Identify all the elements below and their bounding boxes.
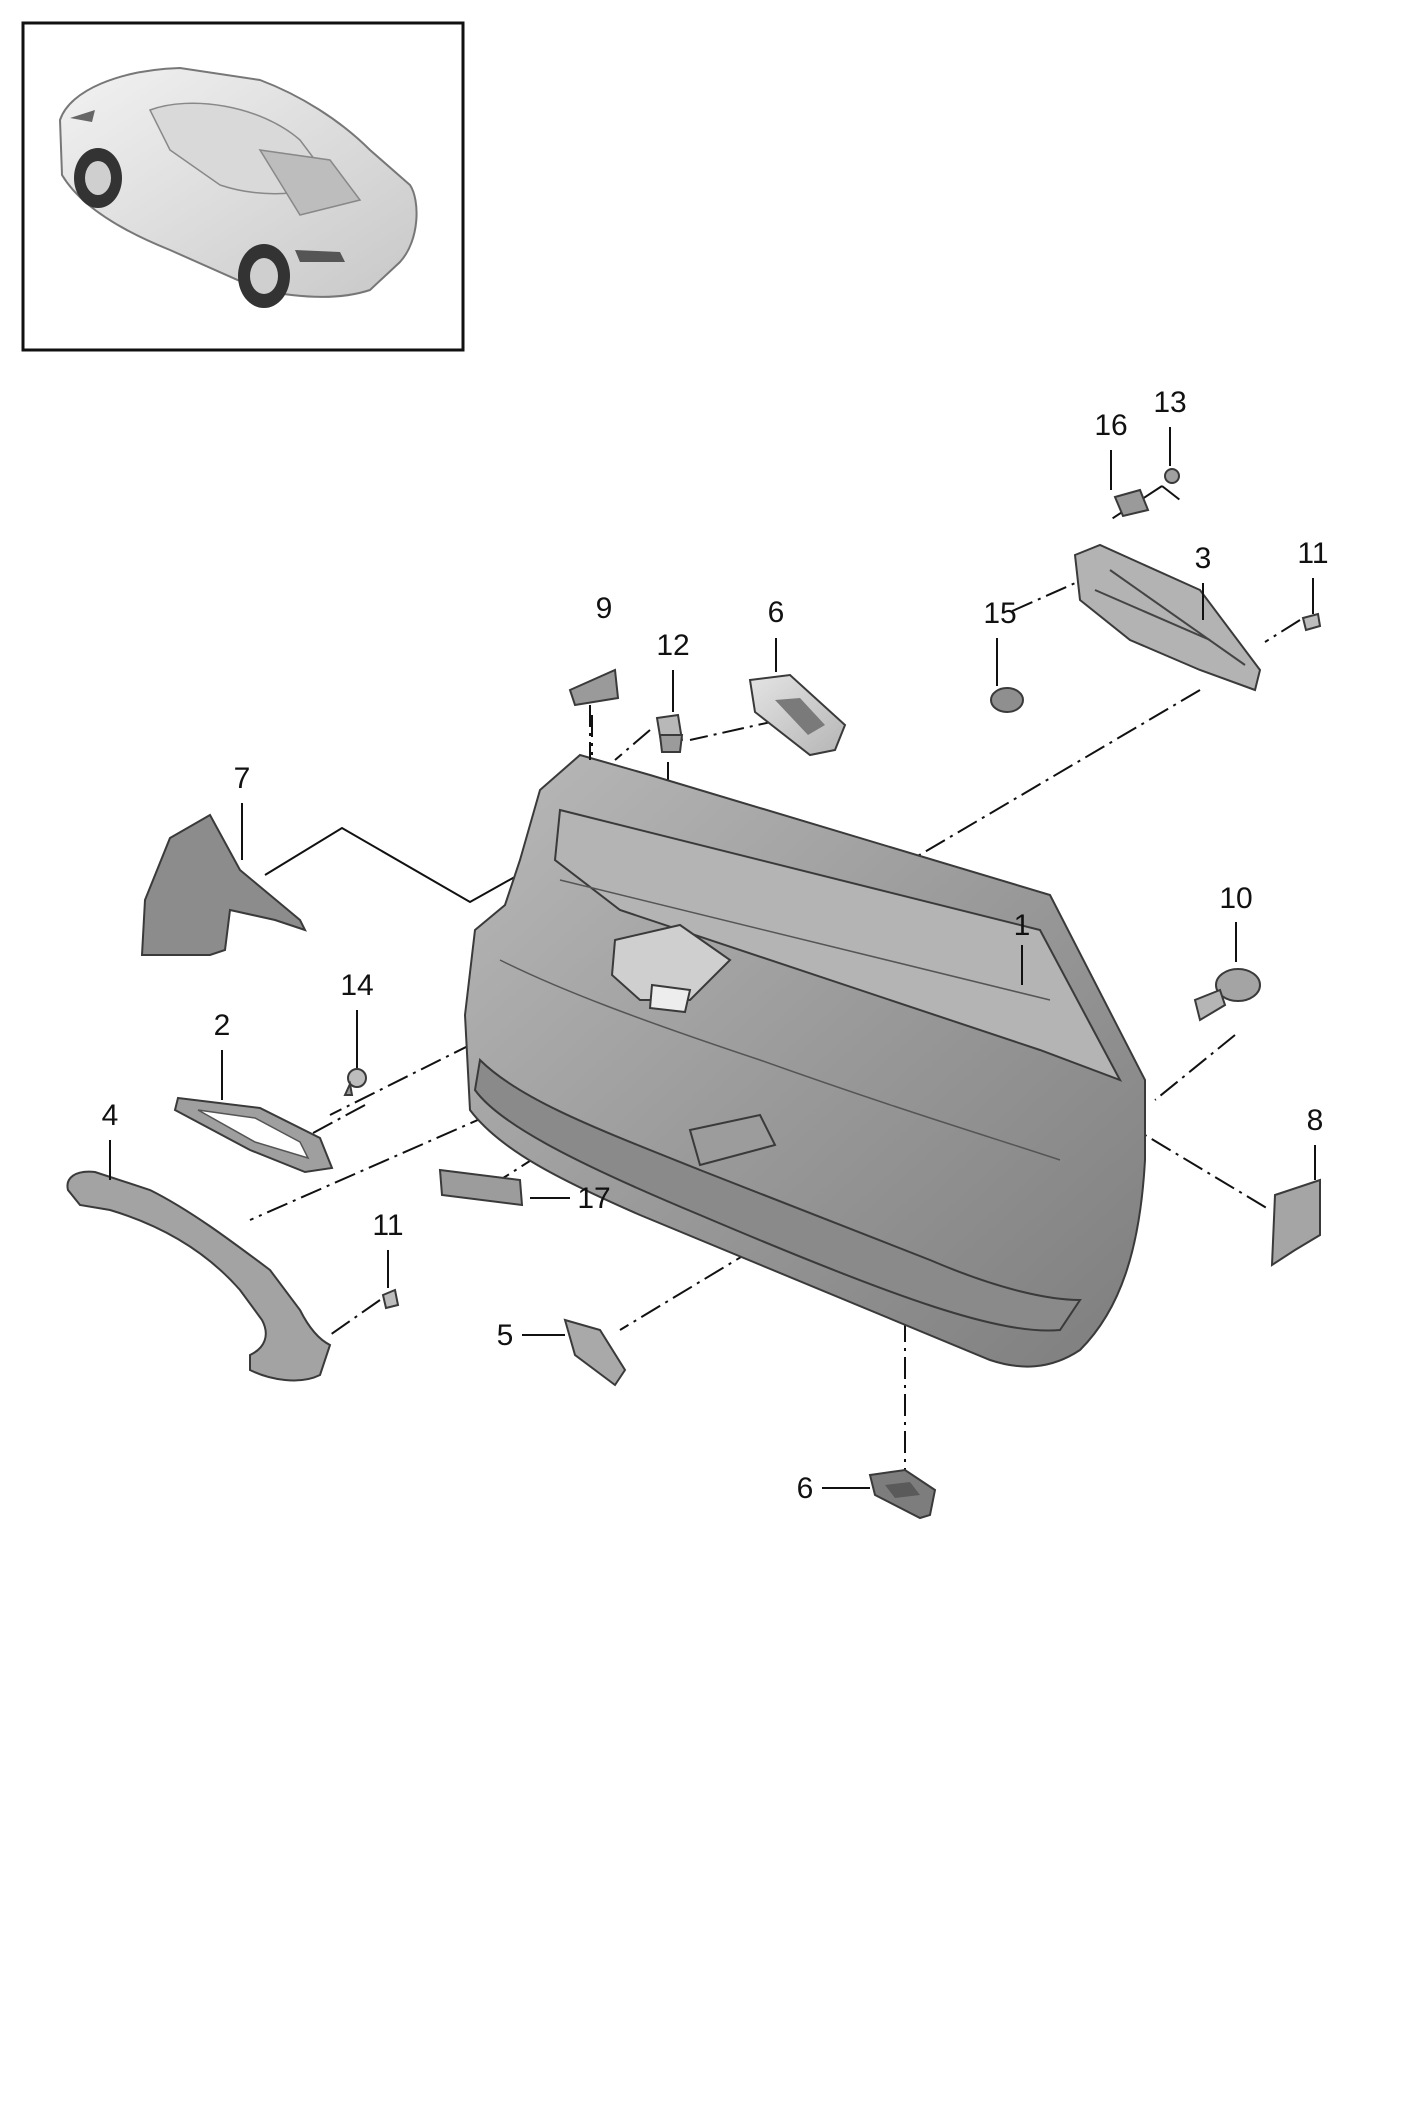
- callout-9: 9: [596, 592, 613, 625]
- callout-12: 12: [656, 629, 689, 662]
- bracket: [1073, 543, 1262, 692]
- screw-upper: [1301, 612, 1322, 632]
- switch-lower: [868, 1468, 937, 1520]
- vehicle-thumbnail: [21, 21, 465, 352]
- switch-bezel-upper: [748, 673, 847, 757]
- screw-lower: [381, 1288, 400, 1310]
- nut: [1164, 468, 1180, 484]
- callout-7: 7: [234, 762, 251, 795]
- callout-labels: 1 2 3 4 5 6 6 7 8 9 10 11 11 12 13 14 15…: [102, 386, 1329, 1505]
- callout-6-upper: 6: [768, 596, 785, 629]
- callout-11-lower: 11: [372, 1209, 403, 1242]
- callout-11-upper: 11: [1297, 537, 1328, 570]
- trim-strip: [438, 1168, 524, 1207]
- callout-6-lower: 6: [797, 1472, 814, 1505]
- callout-1: 1: [1014, 909, 1031, 942]
- clip-cover: [563, 1318, 627, 1387]
- mirror-triangle-cover: [140, 813, 307, 956]
- callout-2: 2: [214, 1009, 231, 1042]
- callout-16: 16: [1094, 409, 1127, 442]
- bezel-frame: [173, 1096, 334, 1174]
- gasket: [1113, 488, 1150, 518]
- pad: [990, 687, 1024, 713]
- callout-4: 4: [102, 1099, 119, 1132]
- fastener: [343, 1068, 367, 1096]
- leader-lines: [109, 427, 1316, 1489]
- retaining-clip: [655, 713, 684, 753]
- callout-8: 8: [1307, 1104, 1324, 1137]
- vehicle-image: [58, 66, 418, 308]
- expanding-clip: [1193, 968, 1261, 1022]
- callout-14: 14: [340, 969, 373, 1002]
- callout-3: 3: [1195, 542, 1212, 575]
- corner-cover: [568, 668, 620, 707]
- callout-13: 13: [1153, 386, 1186, 419]
- callout-10: 10: [1219, 882, 1252, 915]
- callout-17: 17: [577, 1182, 610, 1215]
- callout-15: 15: [983, 597, 1016, 630]
- end-cap: [1270, 1178, 1321, 1267]
- door-trim-panel: [463, 753, 1146, 1368]
- grab-handle: [66, 1170, 332, 1382]
- callout-5: 5: [497, 1319, 514, 1352]
